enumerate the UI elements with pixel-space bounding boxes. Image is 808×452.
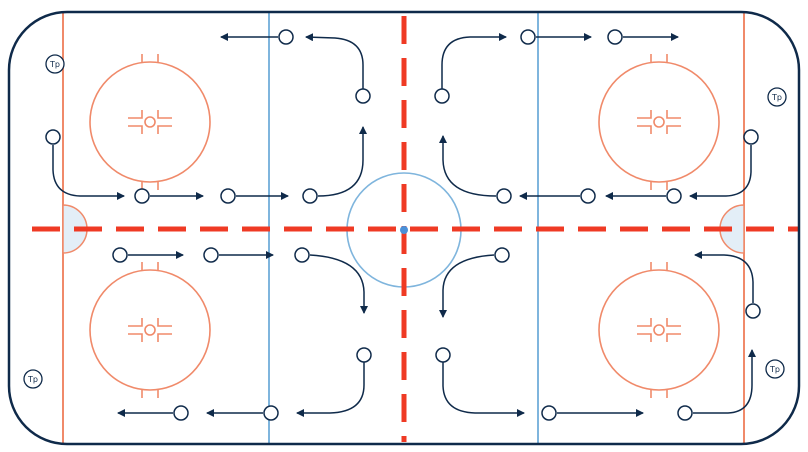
- faceoff-circle-bottom-left: [89, 261, 211, 399]
- skating-path: [689, 145, 752, 200]
- tp-tag-top-left: Tp: [45, 54, 65, 74]
- center-dot: [400, 226, 408, 234]
- tp-tag-top-right: Tp: [767, 87, 787, 107]
- skating-path: [693, 349, 756, 414]
- player-marker: [278, 29, 294, 45]
- player-marker: [356, 347, 372, 363]
- skating-path: [309, 254, 368, 314]
- player-marker: [173, 405, 189, 421]
- player-marker: [302, 188, 318, 204]
- player-marker: [435, 347, 451, 363]
- player-marker: [294, 247, 310, 263]
- skating-path: [441, 33, 507, 89]
- player-marker: [203, 247, 219, 263]
- player-marker: [520, 29, 536, 45]
- skating-path: [305, 33, 364, 89]
- player-marker: [677, 405, 693, 421]
- player-marker: [666, 188, 682, 204]
- player-marker: [580, 188, 596, 204]
- player-marker: [355, 88, 371, 104]
- player-marker: [541, 405, 557, 421]
- skating-path: [439, 254, 495, 318]
- skating-path: [442, 362, 525, 417]
- rink-boards: [7, 10, 801, 446]
- tp-tag-bottom-right: Tp: [765, 359, 785, 379]
- svg-text:Tp: Tp: [771, 93, 782, 102]
- player-marker: [494, 247, 510, 263]
- player-marker: [607, 29, 623, 45]
- player-marker: [263, 405, 279, 421]
- faceoff-circle-bottom-right: [598, 261, 720, 399]
- player-marker: [434, 88, 450, 104]
- player-marker: [743, 129, 759, 145]
- player-marker: [112, 247, 128, 263]
- player-marker: [45, 129, 61, 145]
- skating-path: [52, 145, 125, 200]
- player-marker: [496, 188, 512, 204]
- svg-text:Tp: Tp: [49, 60, 60, 69]
- svg-text:Tp: Tp: [769, 365, 780, 374]
- skating-path: [439, 135, 497, 197]
- faceoff-circle-top-right: [598, 53, 720, 191]
- skating-path: [296, 362, 365, 417]
- faceoff-circle-top-left: [89, 53, 211, 191]
- player-marker: [745, 303, 761, 319]
- tp-tag-bottom-left: Tp: [23, 369, 43, 389]
- skating-path: [694, 251, 754, 303]
- skating-path: [317, 126, 367, 197]
- player-marker: [134, 188, 150, 204]
- player-marker: [220, 188, 236, 204]
- svg-text:Tp: Tp: [27, 375, 38, 384]
